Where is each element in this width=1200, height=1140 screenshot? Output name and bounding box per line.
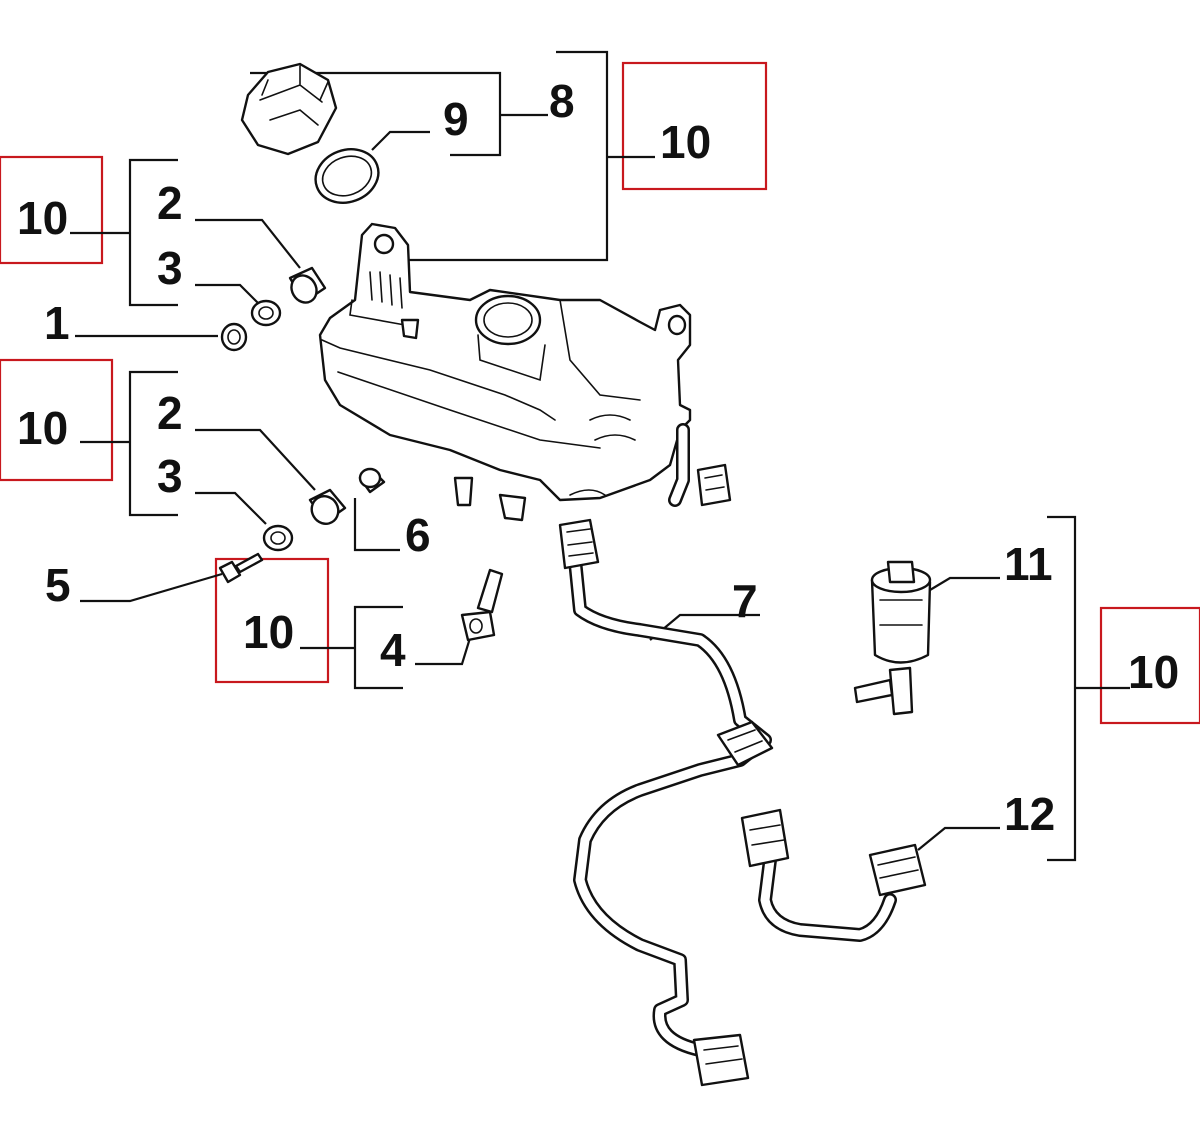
washer-pump-icon [853,560,932,716]
pump-harness-icon [740,808,927,942]
leader-11 [929,576,1000,591]
seal-ring-icon [314,148,380,204]
callout-1: 1 [44,297,70,349]
bracket-8 [250,71,548,157]
leader-4 [415,637,472,666]
bracket-10-center [300,605,403,690]
leader-6 [353,498,400,552]
callout-11: 11 [1004,538,1053,590]
highlight-box-right [1099,606,1200,725]
leader-3b [195,491,267,525]
highlighted-callout-10-right: 10 [1128,646,1179,698]
bracket-10-top [395,50,655,262]
leader-12 [917,826,1000,851]
callout-2-upper: 2 [157,177,183,229]
reservoir-connector-icon [668,423,732,507]
callout-9: 9 [443,93,469,145]
callout-3-lower: 3 [157,450,183,502]
washer-icon [250,299,282,327]
leader-3a [195,283,259,304]
highlight-box-left-upper [0,155,104,265]
highlighted-callout-10-left-upper: 10 [17,192,68,244]
bolt-icon [218,552,264,584]
bracket-10-left-lower [80,370,178,517]
callout-12: 12 [1004,788,1055,840]
plug-icon [358,467,386,494]
highlighted-callout-10-top: 10 [660,116,711,168]
grommet-icon [308,488,347,525]
leader-2a [195,218,301,269]
leader-2b [195,428,316,491]
callout-4: 4 [380,624,406,676]
highlighted-callout-10-center: 10 [243,606,294,658]
callout-6: 6 [405,509,431,561]
bracket-10-right [1047,515,1130,862]
highlight-box-top-right [621,61,768,191]
leader-9 [371,130,430,151]
callout-2-lower: 2 [157,387,183,439]
wiring-harness-icon [558,518,774,1087]
plug-icon [220,322,248,352]
highlighted-callout-10-left-lower: 10 [17,402,68,454]
highlight-box-center [214,557,330,684]
callout-8: 8 [549,75,575,127]
leader-5 [80,572,223,603]
callout-5: 5 [45,559,71,611]
filler-cap-icon [240,62,338,156]
callout-3-upper: 3 [157,242,183,294]
bracket-10-left-upper [70,158,178,307]
grommet-icon [288,266,327,304]
callout-7: 7 [732,575,758,627]
washer-icon [262,524,294,552]
highlight-box-left-lower [0,358,114,482]
level-sensor-icon [460,568,504,642]
washer-reservoir-icon [318,222,692,522]
